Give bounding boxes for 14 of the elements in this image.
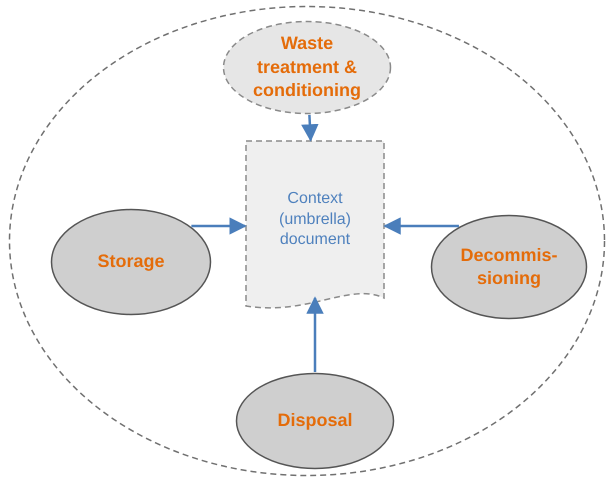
- arrow: [306, 296, 324, 372]
- node-label: Context (umbrella) document: [278, 188, 352, 250]
- arrow: [301, 114, 319, 142]
- ellipse-node: [50, 208, 212, 316]
- node-label: Waste treatment & conditioning: [252, 32, 362, 102]
- ellipse-node: [235, 372, 395, 470]
- arrow: [383, 217, 459, 235]
- arrow: [191, 217, 247, 235]
- node-label: Disposal: [276, 409, 354, 432]
- dashed-ellipse-boundary: [8, 5, 606, 477]
- ellipse-node: [430, 214, 588, 320]
- node-label: Decommis- sioning: [459, 244, 559, 290]
- dashed-ellipse-node: [222, 20, 392, 115]
- node-label: Storage: [96, 250, 166, 274]
